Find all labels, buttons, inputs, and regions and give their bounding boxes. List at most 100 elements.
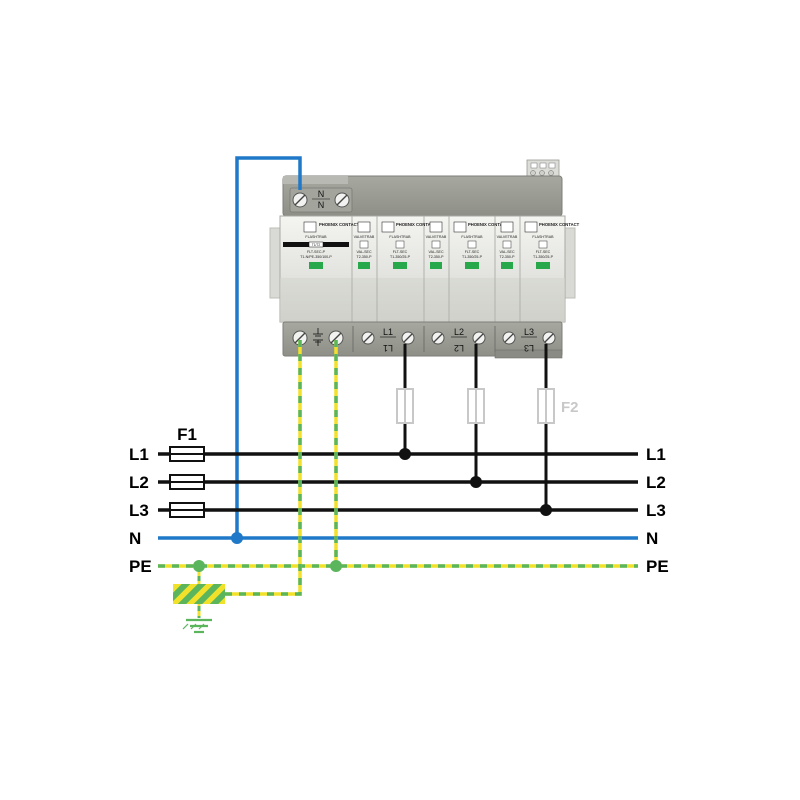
model-text: VAL-SEC — [428, 250, 444, 254]
status-indicator — [501, 262, 513, 269]
terminal-l2: L2 L2 — [431, 327, 486, 353]
status-indicator — [393, 262, 407, 269]
series-text: FLASHTRAB — [532, 235, 554, 239]
screw-icon[interactable] — [431, 331, 445, 345]
type-icon — [467, 240, 477, 249]
series-text: VALVETRAB — [426, 235, 447, 239]
terminal-label: N — [318, 200, 325, 210]
screw-icon[interactable] — [292, 192, 308, 208]
status-indicator — [358, 262, 370, 269]
model-text: VAL-SEC — [499, 250, 515, 254]
screw-icon[interactable] — [401, 331, 415, 345]
bottom-terminal-dividers — [352, 326, 496, 352]
junction-dot — [193, 560, 205, 572]
phoenix-logo-icon — [500, 221, 514, 233]
fuse-f2-l3 — [537, 388, 555, 424]
phoenix-logo-icon — [357, 221, 371, 233]
status-indicator — [465, 262, 479, 269]
module-dividers — [351, 216, 521, 322]
line-label-left: PE — [129, 557, 152, 576]
fuse-f1-label: F1 — [177, 425, 197, 444]
module-flashtrab-l3: PHOENIX CONTACT FLASHTRAB FLT-SEC T1-350… — [524, 221, 580, 269]
line-label-right: PE — [646, 557, 669, 576]
type-icon — [395, 240, 405, 249]
module-flashtrab-l2: PHOENIX CONTACT FLASHTRAB FLT-SEC T1-350… — [453, 221, 509, 269]
fuse-f2-l2 — [467, 388, 485, 424]
terminal-label: L2 — [454, 343, 464, 353]
model-text: T1-N/PE-350/100-P — [300, 255, 332, 259]
screw-icon[interactable] — [361, 331, 375, 345]
equipotential-bar — [173, 584, 225, 604]
top-terminal-highlight — [283, 176, 348, 184]
module-body-shade — [280, 278, 565, 322]
module-valvetrab-3: VALVETRAB VAL-SEC T2-350-P — [497, 221, 518, 269]
model-text: T1-350/25-P — [462, 255, 483, 259]
junction-dot — [399, 448, 411, 460]
brand-text: PHOENIX CONTACT — [468, 222, 509, 227]
junction-dot — [470, 476, 482, 488]
type-icon — [431, 240, 441, 249]
model-text: VAL-SEC — [356, 250, 372, 254]
screw-icon[interactable] — [334, 192, 350, 208]
model-text: T2-350-P — [500, 255, 516, 259]
terminal-label: L3 — [524, 343, 534, 353]
brand-text: PHOENIX CONTACT — [319, 222, 360, 227]
module-flashtrab-l1: PHOENIX CONTACT FLASHTRAB FLT-SEC T1-350… — [381, 221, 437, 269]
line-label-left: N — [129, 529, 141, 548]
fuse-f1-l3 — [169, 502, 205, 518]
type-icon — [538, 240, 548, 249]
status-indicator — [430, 262, 442, 269]
screw-icon[interactable] — [472, 331, 486, 345]
line-label-left: L3 — [129, 501, 149, 520]
line-label-right: L2 — [646, 473, 666, 492]
module-valvetrab-2: VALVETRAB VAL-SEC T2-350-P — [426, 221, 447, 269]
module-valvetrab-1: VALVETRAB VAL-SEC T2-350-P — [354, 221, 375, 269]
type-icon — [502, 240, 512, 249]
screw-icon[interactable] — [292, 330, 308, 346]
terminal-label: N — [318, 189, 325, 199]
junction-dot — [540, 504, 552, 516]
surge-protection-device: N N PHOENIX CONTACT FLASHTRAB T1/T2 FLT-… — [269, 159, 580, 359]
model-text: FLT-SEC — [465, 250, 480, 254]
remote-contact — [526, 159, 560, 179]
phoenix-logo-icon — [381, 221, 395, 233]
junction-dot — [231, 532, 243, 544]
screw-icon[interactable] — [542, 331, 556, 345]
series-text: VALVETRAB — [497, 235, 518, 239]
terminal-label: L1 — [383, 327, 393, 337]
type-icon — [359, 240, 369, 249]
phoenix-logo-icon — [429, 221, 443, 233]
bottom-terminal-tab — [494, 349, 563, 359]
neutral-wire-to-device — [235, 156, 302, 538]
model-text: FLT-SEC — [536, 250, 551, 254]
junction-dot — [330, 560, 342, 572]
terminal-label: L2 — [454, 327, 464, 337]
pe-wire-left — [225, 340, 302, 596]
model-text: T2-350-P — [429, 255, 445, 259]
ground-symbol-icon — [313, 328, 323, 346]
badge-box — [308, 241, 324, 248]
model-text: FLT-SEC — [393, 250, 408, 254]
brand-text: PHOENIX CONTACT — [396, 222, 437, 227]
line-label-right: L3 — [646, 501, 666, 520]
line-label-right: L1 — [646, 445, 666, 464]
line-label-left: L1 — [129, 445, 149, 464]
line-label-left: L2 — [129, 473, 149, 492]
line-label-right: N — [646, 529, 658, 548]
fuse-f1-l2 — [169, 474, 205, 490]
fuse-f2-l1 — [396, 388, 414, 424]
model-text: T2-350-P — [357, 255, 373, 259]
screw-icon[interactable] — [502, 331, 516, 345]
model-text: T1-350/25-P — [533, 255, 554, 259]
phoenix-logo-icon — [453, 221, 467, 233]
model-text: FLT-SEC-P — [307, 250, 326, 254]
series-text: VALVETRAB — [354, 235, 375, 239]
status-indicator — [309, 262, 323, 269]
status-indicator — [536, 262, 550, 269]
brand-text: PHOENIX CONTACT — [539, 222, 580, 227]
phoenix-logo-icon — [303, 221, 317, 233]
earth-ground-icon — [182, 618, 212, 634]
terminal-n-top: N N — [289, 187, 353, 213]
terminal-label: L1 — [383, 343, 393, 353]
